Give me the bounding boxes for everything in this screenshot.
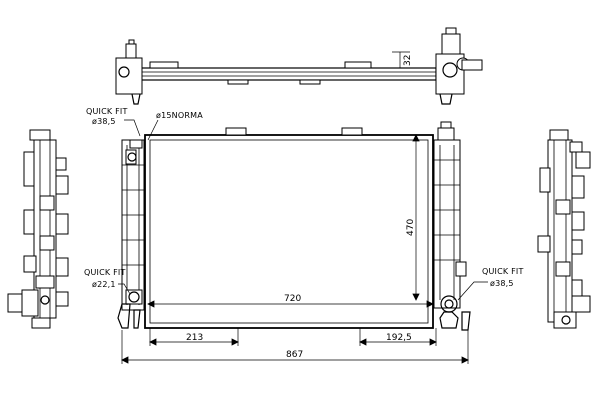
quick-fit-right-label: QUICK FIT — [482, 267, 524, 276]
dim-overall-width: 867 — [286, 350, 303, 360]
quick-fit-left-diameter: ø22,1 — [92, 280, 116, 289]
right-side-view — [537, 129, 591, 329]
dim-left-offset: 213 — [186, 333, 203, 343]
norma-label: ø15NORMA — [156, 111, 203, 120]
top-view: 32 — [115, 27, 483, 105]
right-tank — [433, 121, 471, 331]
quick-fit-left-label: QUICK FIT — [84, 268, 126, 277]
left-side-view — [7, 129, 69, 329]
quick-fit-top-diameter: ø38,5 — [92, 117, 116, 126]
dim-core-height: 470 — [406, 219, 416, 236]
left-tank — [117, 139, 145, 329]
dim-right-offset: 192,5 — [386, 333, 412, 343]
quick-fit-top-label: QUICK FIT — [86, 107, 128, 116]
dim-core-width: 720 — [284, 294, 301, 304]
front-view: QUICK FIT ø38,5 ø15NORMA QUICK FIT ø22,1… — [84, 107, 524, 364]
radiator-core — [144, 134, 434, 329]
quick-fit-right-diameter: ø38,5 — [490, 279, 514, 288]
dim-depth-label: 32 — [403, 55, 413, 66]
